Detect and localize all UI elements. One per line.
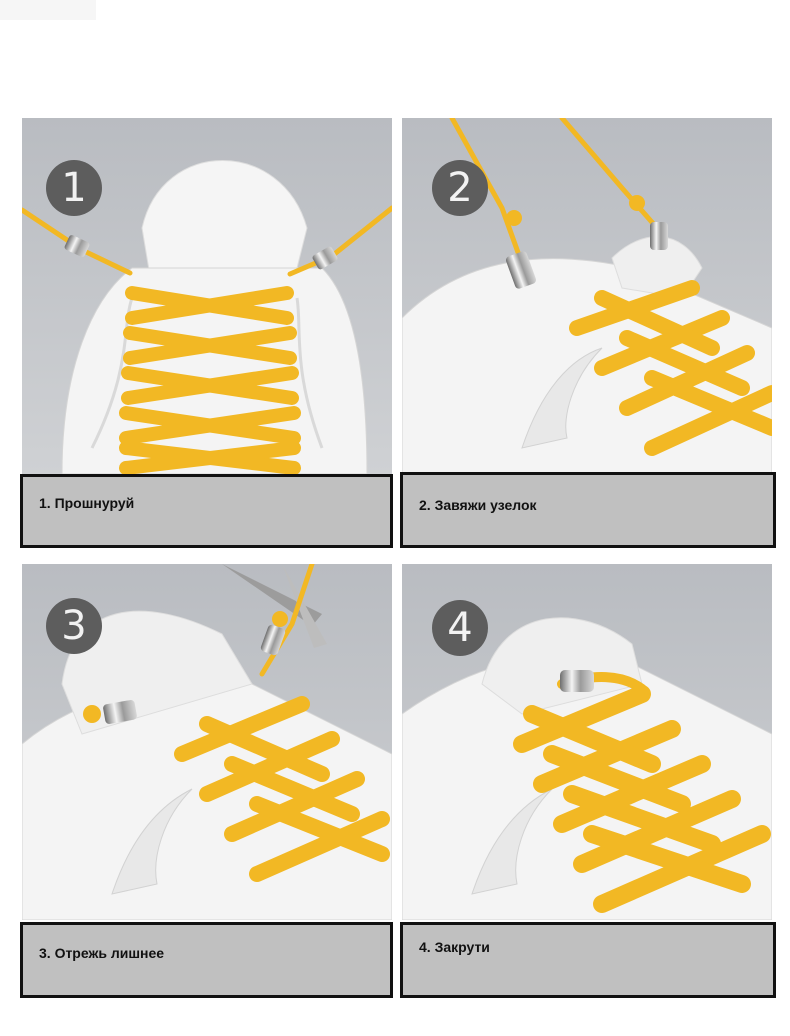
step-number-badge: 3 [46, 598, 102, 654]
step-number-badge: 2 [432, 160, 488, 216]
shoe-photo-3 [22, 564, 392, 920]
step-number-badge: 1 [46, 160, 102, 216]
shoe-photo-1 [22, 118, 392, 474]
caption-box-1: 1. Прошнуруй [20, 474, 393, 548]
caption-box-2: 2. Завяжи узелок [400, 472, 776, 548]
step-panel-3: 3 [22, 564, 392, 920]
shoe-photo-4 [402, 564, 772, 920]
step-number-badge: 4 [432, 600, 488, 656]
caption-box-4: 4. Закрути [400, 922, 776, 998]
shoe-photo-2 [402, 118, 772, 474]
caption-text: 3. Отрежь лишнее [39, 945, 165, 961]
caption-text: 4. Закрути [419, 939, 490, 955]
step-panel-2: 2 [402, 118, 772, 474]
caption-text: 1. Прошнуруй [39, 495, 135, 511]
caption-text: 2. Завяжи узелок [419, 497, 537, 513]
step-panel-1: 1 [22, 118, 392, 474]
step-panel-4: 4 [402, 564, 772, 920]
corner-watermark [0, 0, 96, 20]
caption-box-3: 3. Отрежь лишнее [20, 922, 393, 998]
